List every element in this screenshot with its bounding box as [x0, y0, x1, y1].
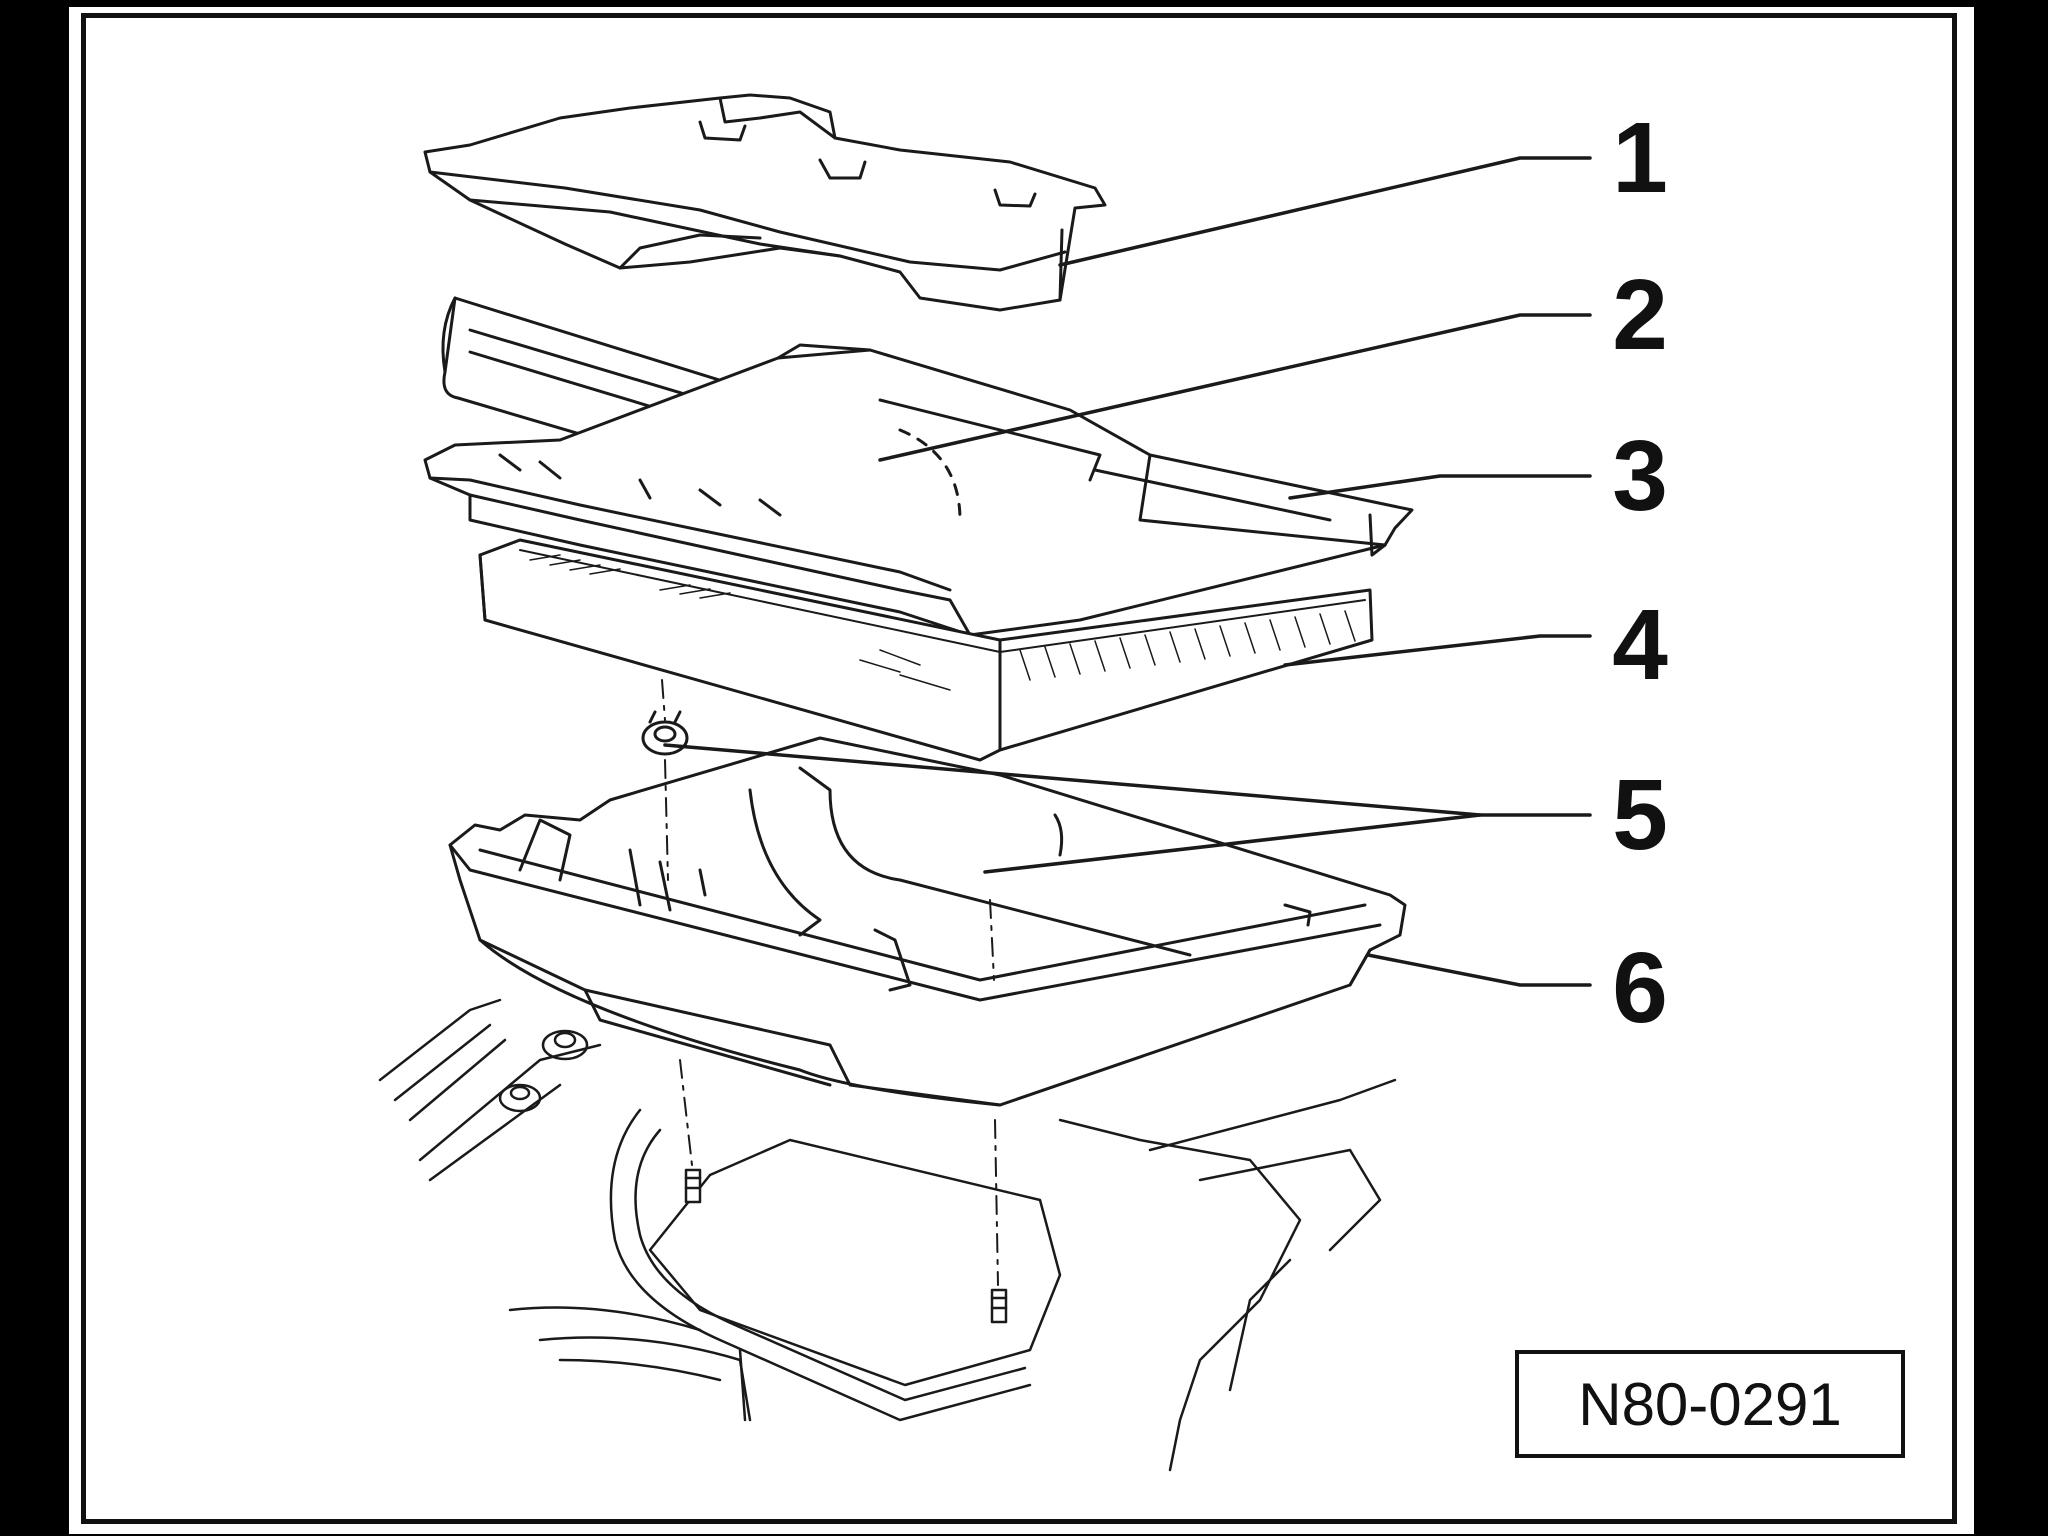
diagram-frame: [81, 13, 1957, 1524]
callout-5: 5: [1612, 759, 1668, 871]
body-panel: [378, 998, 1397, 1472]
callout-2: 2: [1612, 259, 1668, 371]
part-1-cover-plate: [423, 93, 1107, 312]
part-4-filter-pad: [478, 538, 1374, 762]
reference-code-box: N80-0291: [1515, 1350, 1905, 1458]
callout-6: 6: [1612, 932, 1668, 1044]
callout-3: 3: [1612, 420, 1668, 532]
leader-lines: [663, 156, 1592, 987]
assembly-axes: [661, 679, 999, 1286]
callout-4: 4: [1612, 589, 1668, 701]
reference-code: N80-0291: [1578, 1370, 1842, 1438]
part-6-lower-housing: [448, 736, 1407, 1107]
callout-1: 1: [1612, 102, 1668, 214]
part-3-housing-cover: [423, 343, 1414, 637]
